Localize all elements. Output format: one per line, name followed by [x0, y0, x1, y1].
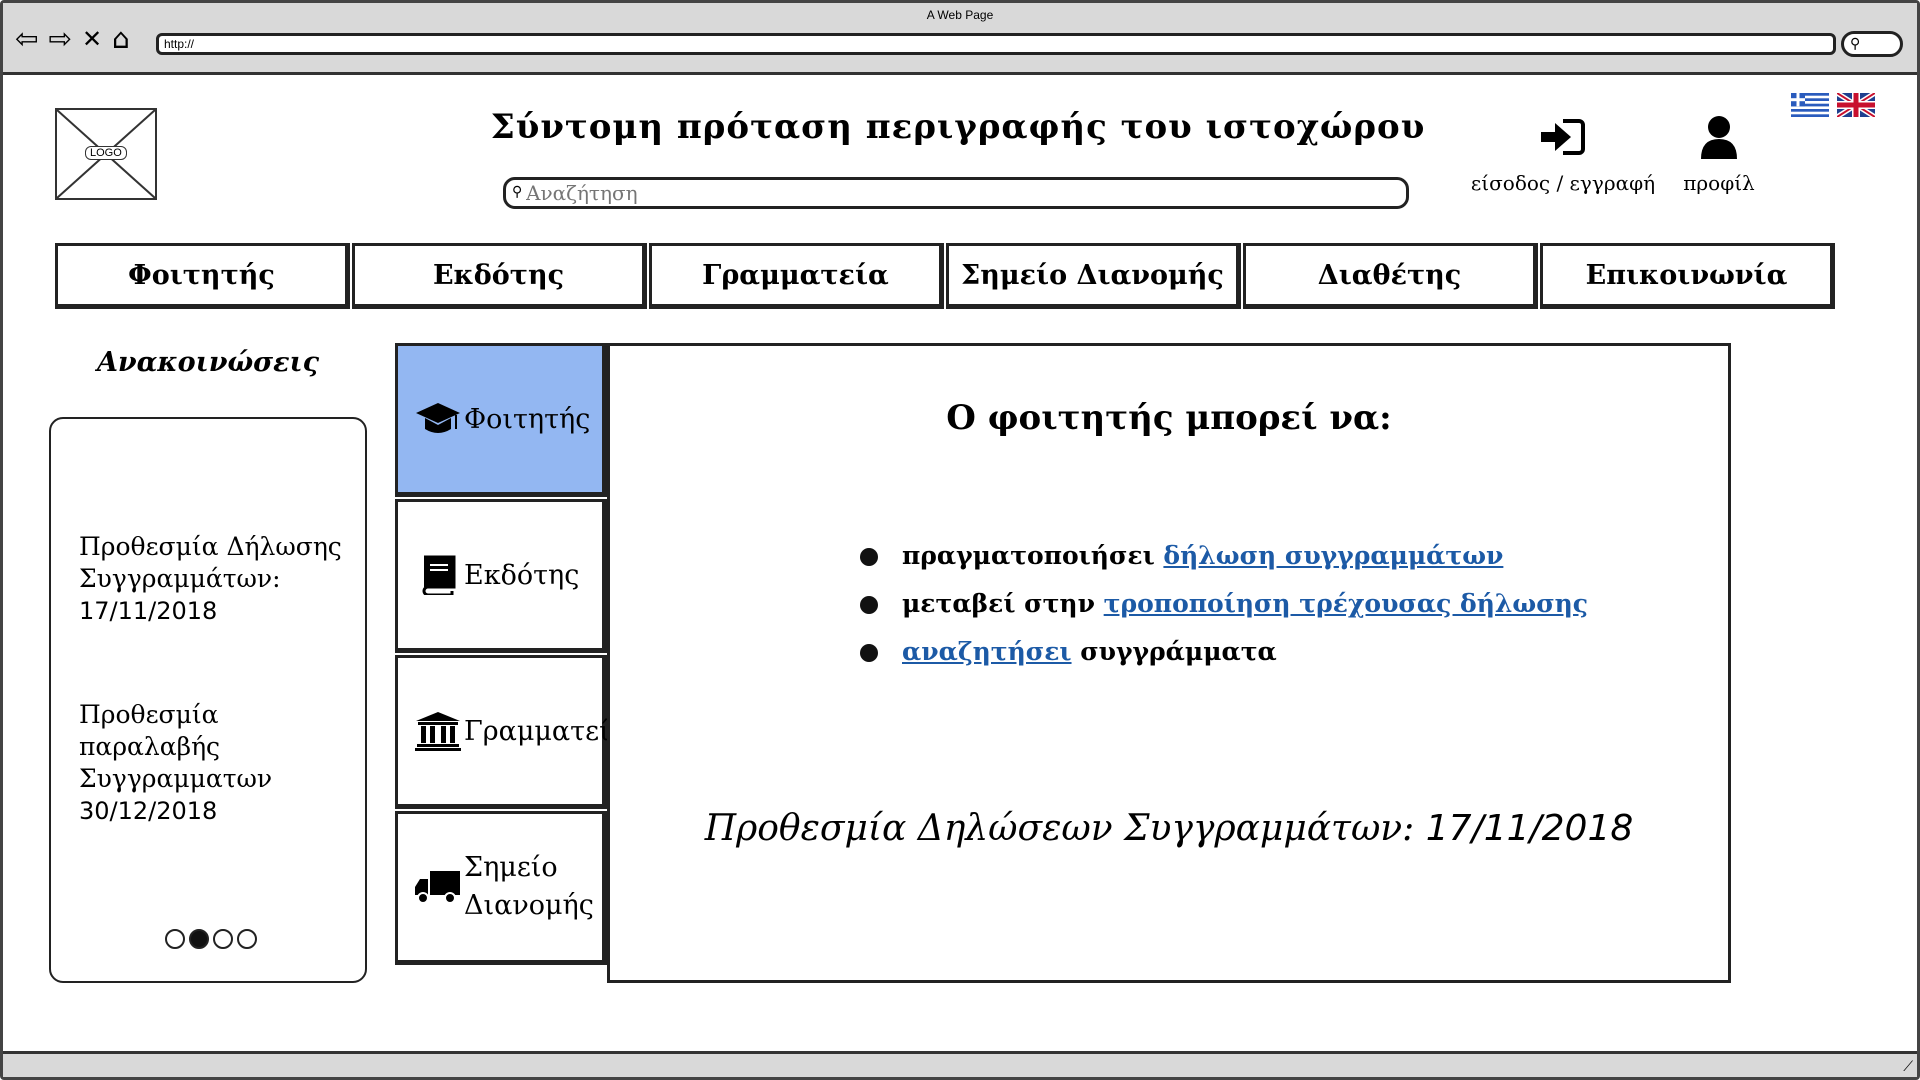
- profile-link[interactable]: προφίλ: [1683, 171, 1755, 195]
- nav-item-contact[interactable]: Επικοινωνία: [1540, 243, 1835, 309]
- list-item: πραγματοποιήσει δήλωση συγγραμμάτων: [860, 532, 1588, 580]
- search-icon: ⚲: [1850, 36, 1861, 52]
- main-navigation: Φοιτητής Εκδότης Γραμματεία Σημείο Διανο…: [55, 243, 1837, 309]
- search-icon: ⚲: [512, 184, 523, 200]
- action-text: πραγματοποιήσει: [902, 541, 1155, 570]
- nav-item-publisher[interactable]: Εκδότης: [352, 243, 647, 309]
- greek-flag-icon[interactable]: [1791, 93, 1829, 117]
- tab-label: Γραμματεία: [464, 715, 628, 747]
- announcement-text: Προθεσμία παραλαβής Συγγραμματων: [79, 700, 273, 793]
- stop-icon[interactable]: ✕: [81, 25, 103, 53]
- uk-flag-icon[interactable]: [1837, 93, 1875, 117]
- browser-search-field[interactable]: ⚲: [1841, 31, 1903, 57]
- modify-declaration-link[interactable]: τροποποίηση τρέχουσας δήλωσης: [1103, 589, 1589, 618]
- tab-distribution-point[interactable]: Σημείο Διανομής: [395, 811, 607, 965]
- forward-arrow-icon[interactable]: ⇨: [48, 22, 72, 55]
- user-profile-icon[interactable]: [1699, 115, 1739, 161]
- browser-nav-buttons: ⇦ ⇨ ✕ ⌂: [15, 22, 130, 55]
- declaration-link[interactable]: δήλωση συγγραμμάτων: [1163, 541, 1504, 570]
- tab-student[interactable]: Φοιτητής: [395, 343, 607, 497]
- search-books-link[interactable]: αναζητήσει: [902, 637, 1072, 666]
- url-bar[interactable]: http://: [156, 33, 1836, 55]
- carousel-indicator: [165, 929, 257, 949]
- announcement-text: Προθεσμία Δήλωσης Συγγραμμάτων:: [79, 532, 342, 593]
- announcement-item: Προθεσμία παραλαβής Συγγραμματων 30/12/2…: [79, 699, 359, 827]
- site-logo[interactable]: LOGO: [55, 108, 157, 200]
- search-input[interactable]: [526, 182, 1386, 204]
- announcement-date: 17/11/2018: [79, 597, 218, 625]
- action-text: συγγράμματα: [1080, 637, 1277, 666]
- tab-secretariat[interactable]: Γραμματεία: [395, 655, 628, 809]
- list-item: αναζητήσει συγγράμματα: [860, 628, 1588, 676]
- browser-toolbar: A Web Page ⇦ ⇨ ✕ ⌂ http:// ⚲: [3, 3, 1917, 75]
- truck-icon: [415, 871, 460, 904]
- tab-label: Σημείο Διανομής: [464, 852, 594, 921]
- site-search-bar[interactable]: ⚲: [503, 177, 1409, 209]
- institution-icon: [415, 712, 461, 751]
- announcements-title: Ανακοινώσεις: [96, 347, 320, 378]
- announcement-date: 30/12/2018: [79, 797, 218, 825]
- content-panel: Ο φοιτητής μπορεί να: πραγματοποιήσει δή…: [607, 343, 1731, 983]
- login-icon[interactable]: [1539, 117, 1585, 157]
- window-title: A Web Page: [926, 8, 994, 22]
- tab-label: Φοιτητής: [464, 403, 591, 435]
- action-text: μεταβεί στην: [902, 589, 1095, 618]
- login-register-link[interactable]: είσοδος / εγγραφή: [1470, 171, 1656, 195]
- deadline-date: 17/11/2018: [1425, 808, 1634, 849]
- deadline-notice: Προθεσμία Δηλώσεων Συγγραμμάτων: 17/11/2…: [610, 808, 1728, 849]
- logo-label: LOGO: [85, 146, 127, 160]
- carousel-dot[interactable]: [165, 929, 185, 949]
- nav-item-distribution-point[interactable]: Σημείο Διανομής: [946, 243, 1241, 309]
- nav-item-secretariat[interactable]: Γραμματεία: [649, 243, 944, 309]
- nav-item-supplier[interactable]: Διαθέτης: [1243, 243, 1538, 309]
- announcements-panel: Προθεσμία Δήλωσης Συγγραμμάτων: 17/11/20…: [49, 417, 367, 983]
- nav-item-student[interactable]: Φοιτητής: [55, 243, 350, 309]
- site-title: Σύντομη πρόταση περιγραφής του ιστοχώρου: [490, 107, 1426, 147]
- carousel-dot[interactable]: [237, 929, 257, 949]
- carousel-dot[interactable]: [213, 929, 233, 949]
- graduation-cap-icon: [416, 403, 460, 433]
- content-title: Ο φοιτητής μπορεί να:: [946, 398, 1392, 438]
- book-icon: [422, 555, 456, 595]
- list-item: μεταβεί στην τροποποίηση τρέχουσας δήλωσ…: [860, 580, 1588, 628]
- carousel-dot-active[interactable]: [189, 929, 209, 949]
- home-icon[interactable]: ⌂: [112, 22, 130, 55]
- announcement-item: Προθεσμία Δήλωσης Συγγραμμάτων: 17/11/20…: [79, 531, 359, 627]
- back-arrow-icon[interactable]: ⇦: [15, 22, 39, 55]
- resize-handle-icon[interactable]: ⟋: [1903, 1059, 1913, 1075]
- browser-status-bar: ⟋: [3, 1051, 1917, 1077]
- action-list: πραγματοποιήσει δήλωση συγγραμμάτων μετα…: [860, 532, 1588, 676]
- deadline-label: Προθεσμία Δηλώσεων Συγγραμμάτων:: [704, 808, 1415, 849]
- tab-publisher[interactable]: Εκδότης: [395, 499, 607, 653]
- role-tabs: Φοιτητής Εκδότης Γραμματεία: [395, 343, 628, 967]
- tab-label: Εκδότης: [464, 559, 580, 591]
